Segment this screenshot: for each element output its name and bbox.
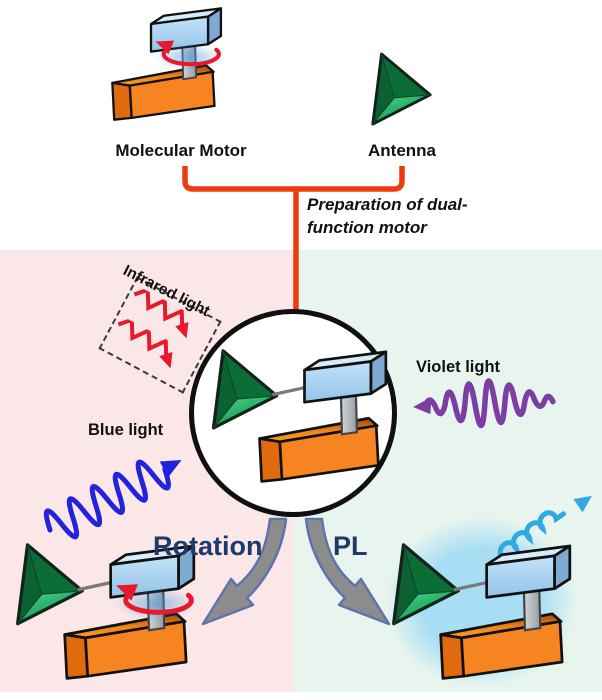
- pl-label: PL: [333, 531, 368, 561]
- rotation-label: Rotation: [153, 531, 263, 561]
- preparation-caption-line2: function motor: [307, 217, 427, 237]
- blue-light-label: Blue light: [88, 421, 164, 439]
- preparation-caption: Preparation of dual- function motor: [307, 194, 517, 240]
- pl-emitting-motor-illustration: [386, 536, 572, 684]
- preparation-caption-line1: Preparation of dual-: [307, 195, 468, 214]
- molecular-motor-illustration: [111, 7, 243, 121]
- antenna-label: Antenna: [368, 141, 436, 160]
- infrared-light-box: [98, 276, 222, 394]
- molecular-motor-label: Molecular Motor: [115, 141, 247, 160]
- antenna-icon: [371, 52, 432, 126]
- violet-light-label: Violet light: [416, 358, 501, 376]
- dual-function-motor-illustration: [206, 342, 388, 487]
